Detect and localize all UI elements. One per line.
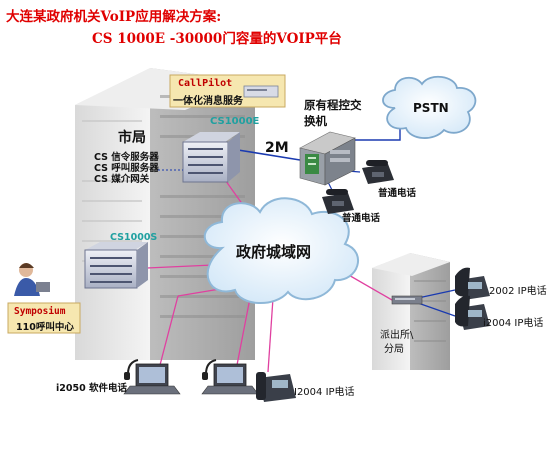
phone-normal-1	[362, 160, 394, 184]
phone-normal-1-label: 普通电话	[378, 188, 417, 199]
link-branch-2002	[417, 289, 456, 299]
pstn-cloud	[382, 75, 477, 139]
cs1000e-server	[182, 132, 240, 183]
callpilot-server	[243, 85, 279, 98]
link-cs1000s-cloud	[146, 264, 214, 269]
cs1000s-server	[84, 242, 148, 289]
pbx-label-line1: 原有程控交	[304, 98, 362, 112]
branch-label-line2: 分局	[384, 344, 404, 355]
server-label-1: CS 信令服务器	[94, 152, 159, 163]
ip-phone-2004-label: i2004 IP电话	[483, 318, 544, 329]
phone-normal-2-label: 普通电话	[342, 213, 381, 224]
link-ip-phone-bottom	[267, 297, 274, 373]
callpilot-name: CallPilot	[178, 78, 233, 89]
link-softphone	[159, 295, 179, 366]
server-label-3: CS 媒介网关	[94, 174, 150, 185]
ip-phone-2002-label: 2002 IP电话	[489, 286, 547, 297]
branch-switch	[391, 295, 423, 305]
ip-phone-bottom	[256, 372, 296, 402]
city-bureau-label: 市局	[118, 130, 146, 146]
gov-network-label: 政府城域网	[236, 243, 312, 261]
gov-network-cloud	[203, 197, 359, 305]
ip-phone-2004	[455, 295, 490, 330]
cs1000e-label: CS1000E	[210, 116, 260, 127]
call-center-agent	[14, 263, 50, 296]
callpilot-box	[169, 74, 286, 108]
branch-label-line1: 派出所\	[380, 330, 414, 341]
softphone-laptop	[123, 359, 181, 395]
link-2m-label: 2M	[265, 140, 289, 156]
pbx-label-line2: 换机	[304, 114, 327, 128]
ip-phone-2002	[455, 267, 490, 300]
symposium-desc: 110呼叫中心	[16, 322, 74, 333]
link-branch-2004	[417, 302, 456, 317]
pstn-label: PSTN	[413, 101, 449, 115]
link-laptop	[236, 297, 251, 366]
cs1000s-label: CS1000S	[110, 232, 158, 243]
legacy-pbx	[299, 131, 356, 186]
link-cs1000e-pbx	[237, 149, 301, 161]
ip-phone-bottom-label: I2004 IP电话	[294, 387, 355, 398]
title-line-1: 大连某政府机关VoIP应用解决方案:	[6, 9, 222, 25]
callpilot-desc: 一体化消息服务	[173, 96, 243, 107]
title-line-2: CS 1000E -30000门容量的VOIP平台	[92, 31, 342, 47]
laptop-headset	[201, 359, 259, 395]
branch-building	[372, 253, 450, 370]
symposium-name: Symposium	[14, 306, 66, 317]
symposium-box	[7, 302, 81, 334]
server-label-2: CS 呼叫服务器	[94, 163, 159, 174]
softphone-label: i2050 软件电话	[56, 383, 128, 394]
phone-normal-2	[322, 189, 354, 214]
